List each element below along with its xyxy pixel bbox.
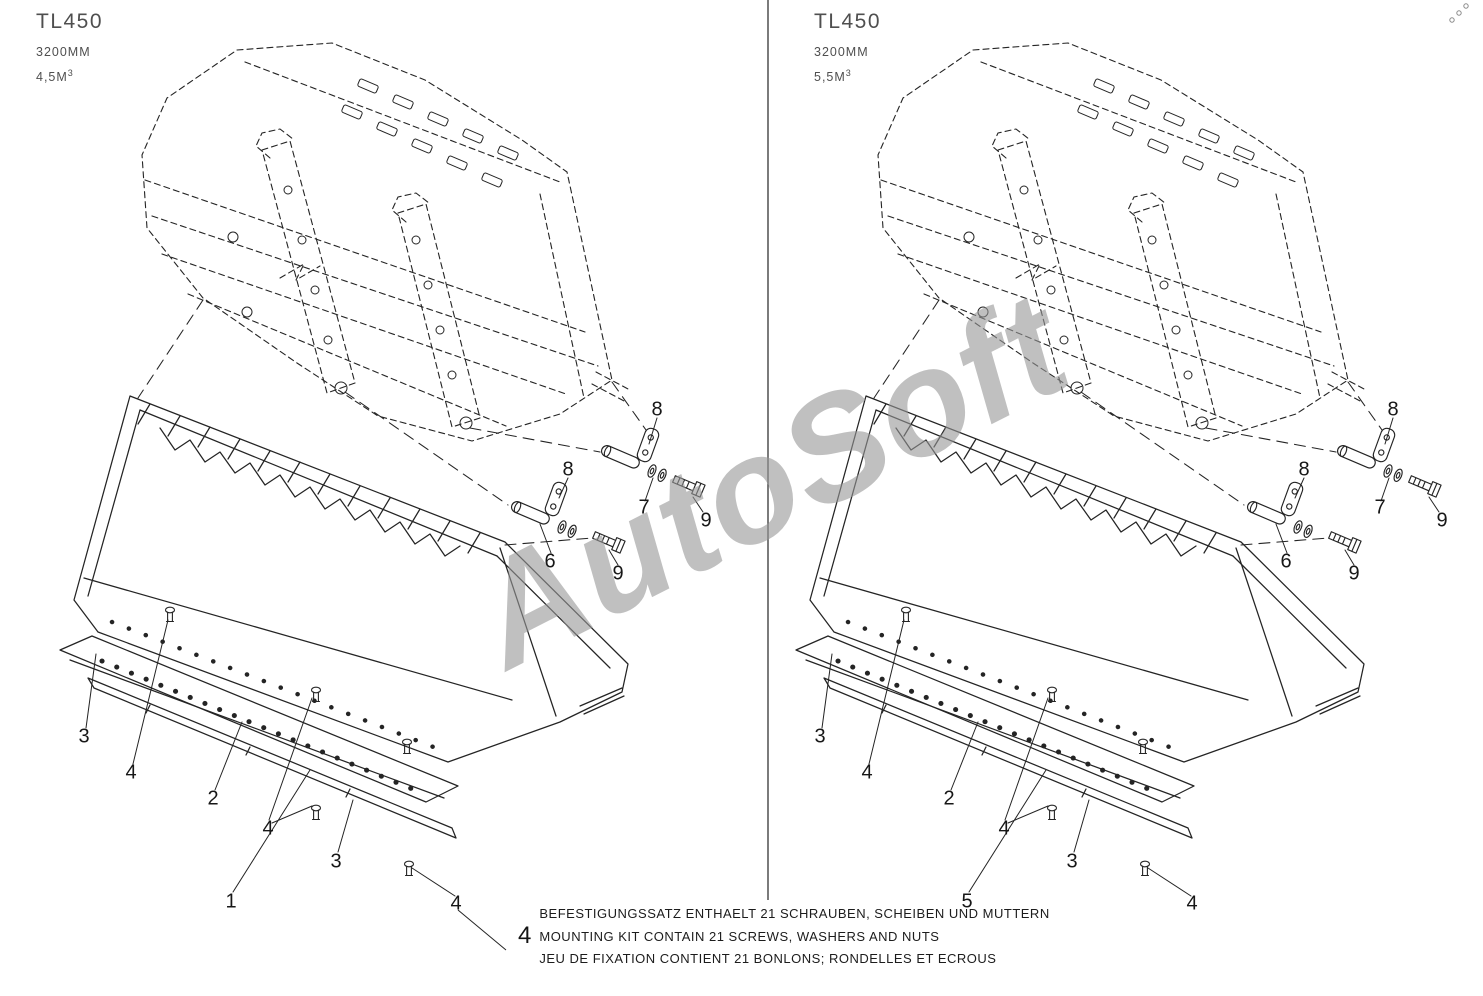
callout-label: 2: [943, 787, 955, 810]
note-line-french: JEU DE FIXATION CONTIENT 21 BONLONS; RON…: [539, 951, 997, 966]
note-line-german: BEFESTIGUNGSSATZ ENTHAELT 21 SCHRAUBEN, …: [539, 906, 1050, 921]
width-label: 3200MM: [814, 45, 869, 59]
callout-label: 4: [450, 892, 462, 915]
capacity-label: 5,5M3: [814, 68, 881, 84]
callout-label: 2: [207, 787, 219, 810]
callout-label: 9: [612, 562, 624, 585]
panel-left-title: TL450 3200MM 4,5M3: [36, 10, 103, 84]
panel-right-title: TL450 3200MM 5,5M3: [814, 10, 881, 84]
assembly-left: [60, 43, 705, 896]
callout-label: 6: [1280, 550, 1292, 573]
model-label: TL450: [814, 10, 882, 33]
callout-label: 8: [1298, 458, 1310, 481]
callout-label: 3: [814, 725, 826, 748]
corner-mark: [1449, 3, 1469, 23]
callout-label: 7: [638, 496, 650, 519]
callout-label: 3: [78, 725, 90, 748]
callout-label: 4: [861, 761, 873, 784]
callout-label: 9: [1436, 509, 1448, 532]
width-label: 3200MM: [36, 45, 91, 59]
callout-label: 4: [262, 817, 274, 840]
callout-label: 3: [1066, 850, 1078, 873]
callout-label: 5: [961, 890, 973, 913]
callout-label: 8: [562, 458, 574, 481]
callout-label: 1: [225, 890, 237, 913]
note-leader-line: [457, 909, 507, 951]
capacity-label: 4,5M3: [36, 68, 103, 84]
assembly-right: [796, 43, 1441, 896]
callout-label: 4: [998, 817, 1010, 840]
callout-label: 6: [544, 550, 556, 573]
capacity-value: 5,5M: [814, 70, 846, 85]
mounting-note: 4 BEFESTIGUNGSSATZ ENTHAELT 21 SCHRAUBEN…: [518, 903, 1050, 971]
callout-label: 3: [330, 850, 342, 873]
capacity-exponent: 3: [67, 68, 74, 78]
callout-label: 9: [700, 509, 712, 532]
callout-label: 8: [1387, 398, 1399, 421]
model-label: TL450: [36, 10, 104, 33]
callout-label: 8: [651, 398, 663, 421]
callout-label: 9: [1348, 562, 1360, 585]
note-item-number: 4: [518, 922, 532, 949]
callout-label: 7: [1374, 496, 1386, 519]
capacity-value: 4,5M: [36, 70, 68, 85]
note-line-english: MOUNTING KIT CONTAIN 21 SCREWS, WASHERS …: [539, 928, 940, 944]
callout-label: 4: [1186, 892, 1198, 915]
callout-label: 4: [125, 761, 137, 784]
capacity-exponent: 3: [845, 68, 852, 78]
